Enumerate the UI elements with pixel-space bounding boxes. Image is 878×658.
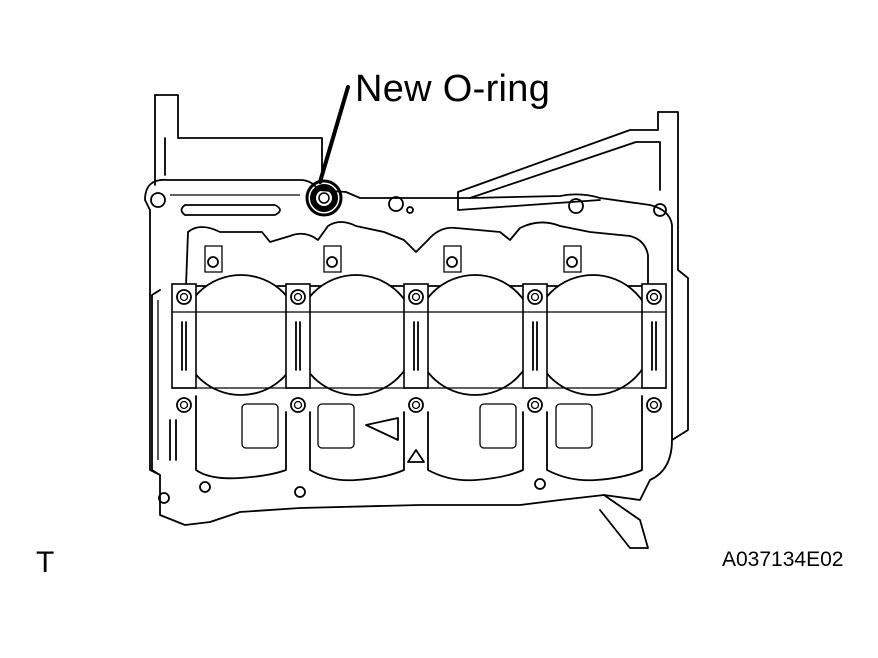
water-jacket (185, 221, 649, 287)
cylinder-bore-2 (295, 274, 417, 396)
callout-leader-line (318, 85, 350, 184)
head-bolt-bosses (204, 245, 582, 273)
new-o-ring-label: New O-ring (355, 68, 551, 110)
cylinder-bore-1 (180, 274, 302, 396)
cylinder-bore-3 (414, 274, 536, 396)
oil-slot (180, 204, 281, 216)
lower-bolt-holes (158, 478, 546, 504)
cylinder-bore-4 (532, 274, 654, 396)
upper-bolt-holes (150, 192, 667, 217)
right-end-flange (457, 111, 689, 549)
main-bearing-bolts-top (176, 289, 662, 305)
main-bearing-bolts-bottom (176, 397, 662, 413)
deck-outline (144, 178, 673, 526)
corner-mark: T (36, 546, 55, 579)
lower-skirt (169, 395, 643, 482)
figure-code: A037134E02 (722, 548, 844, 571)
main-bearing-webs (171, 283, 667, 389)
cylinder-bores (180, 274, 654, 396)
o-ring-port (305, 179, 343, 217)
